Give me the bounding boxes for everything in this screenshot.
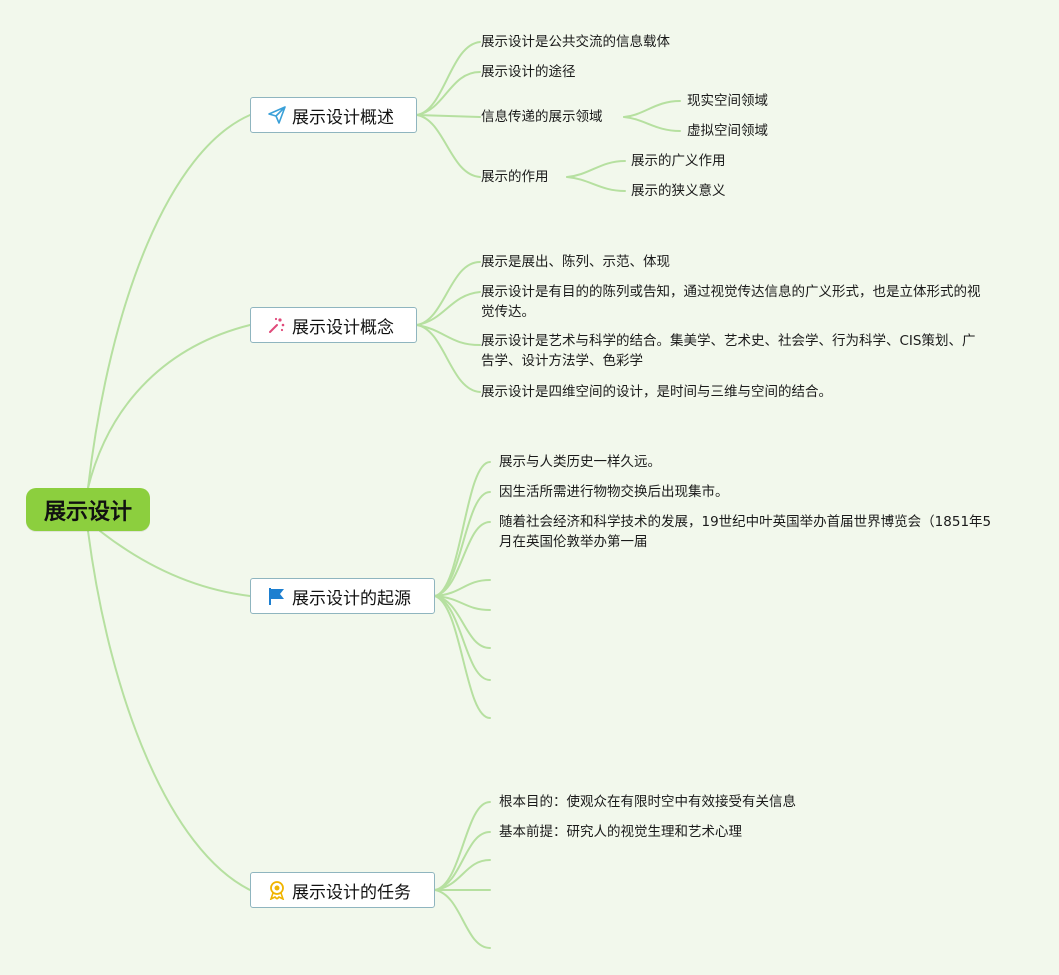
leaf-origin-1[interactable]: 展示与人类历史一样久远。 bbox=[499, 454, 661, 470]
branch-concept-label: 展示设计概念 bbox=[292, 317, 394, 338]
branch-task[interactable]: 展示设计的任务 bbox=[250, 872, 435, 908]
leaf-concept-3[interactable]: 展示设计是艺术与科学的结合。集美学、艺术史、社会学、行为科学、CIS策划、广告学… bbox=[481, 333, 976, 369]
root-topic-label: 展示设计 bbox=[43, 499, 132, 525]
leaf-overview-4-1[interactable]: 展示的广义作用 bbox=[631, 153, 726, 169]
sparkle-wand-icon bbox=[267, 315, 287, 335]
flag-icon bbox=[267, 586, 287, 606]
branch-concept[interactable]: 展示设计概念 bbox=[250, 307, 417, 343]
leaf-overview-3[interactable]: 信息传递的展示领域 bbox=[481, 109, 603, 125]
leaf-concept-1[interactable]: 展示是展出、陈列、示范、体现 bbox=[481, 254, 670, 270]
leaf-overview-4-2[interactable]: 展示的狭义意义 bbox=[631, 183, 726, 199]
leaf-overview-3-2[interactable]: 虚拟空间领域 bbox=[687, 123, 768, 139]
root-topic[interactable]: 展示设计 bbox=[26, 488, 150, 531]
branch-origin[interactable]: 展示设计的起源 bbox=[250, 578, 435, 614]
paper-plane-icon bbox=[267, 105, 287, 125]
award-medal-icon bbox=[267, 880, 287, 900]
leaf-task-2[interactable]: 基本前提：研究人的视觉生理和艺术心理 bbox=[499, 824, 742, 840]
leaf-overview-4[interactable]: 展示的作用 bbox=[481, 169, 549, 185]
branch-overview-label: 展示设计概述 bbox=[292, 107, 394, 128]
leaf-overview-2[interactable]: 展示设计的途径 bbox=[481, 64, 576, 80]
branch-task-label: 展示设计的任务 bbox=[292, 882, 411, 903]
branch-overview[interactable]: 展示设计概述 bbox=[250, 97, 417, 133]
leaf-origin-3[interactable]: 随着社会经济和科学技术的发展，19世纪中叶英国举办首届世界博览会（1851年5月… bbox=[499, 514, 992, 550]
leaf-overview-1[interactable]: 展示设计是公共交流的信息载体 bbox=[481, 34, 670, 50]
leaf-concept-4[interactable]: 展示设计是四维空间的设计，是时间与三维与空间的结合。 bbox=[481, 384, 832, 400]
leaf-concept-2[interactable]: 展示设计是有目的的陈列或告知，通过视觉传达信息的广义形式，也是立体形式的视觉传达… bbox=[481, 284, 981, 320]
leaf-origin-2[interactable]: 因生活所需进行物物交换后出现集市。 bbox=[499, 484, 729, 500]
leaf-overview-3-1[interactable]: 现实空间领域 bbox=[687, 93, 768, 109]
leaf-task-1[interactable]: 根本目的：使观众在有限时空中有效接受有关信息 bbox=[499, 794, 796, 810]
branch-origin-label: 展示设计的起源 bbox=[292, 588, 411, 609]
